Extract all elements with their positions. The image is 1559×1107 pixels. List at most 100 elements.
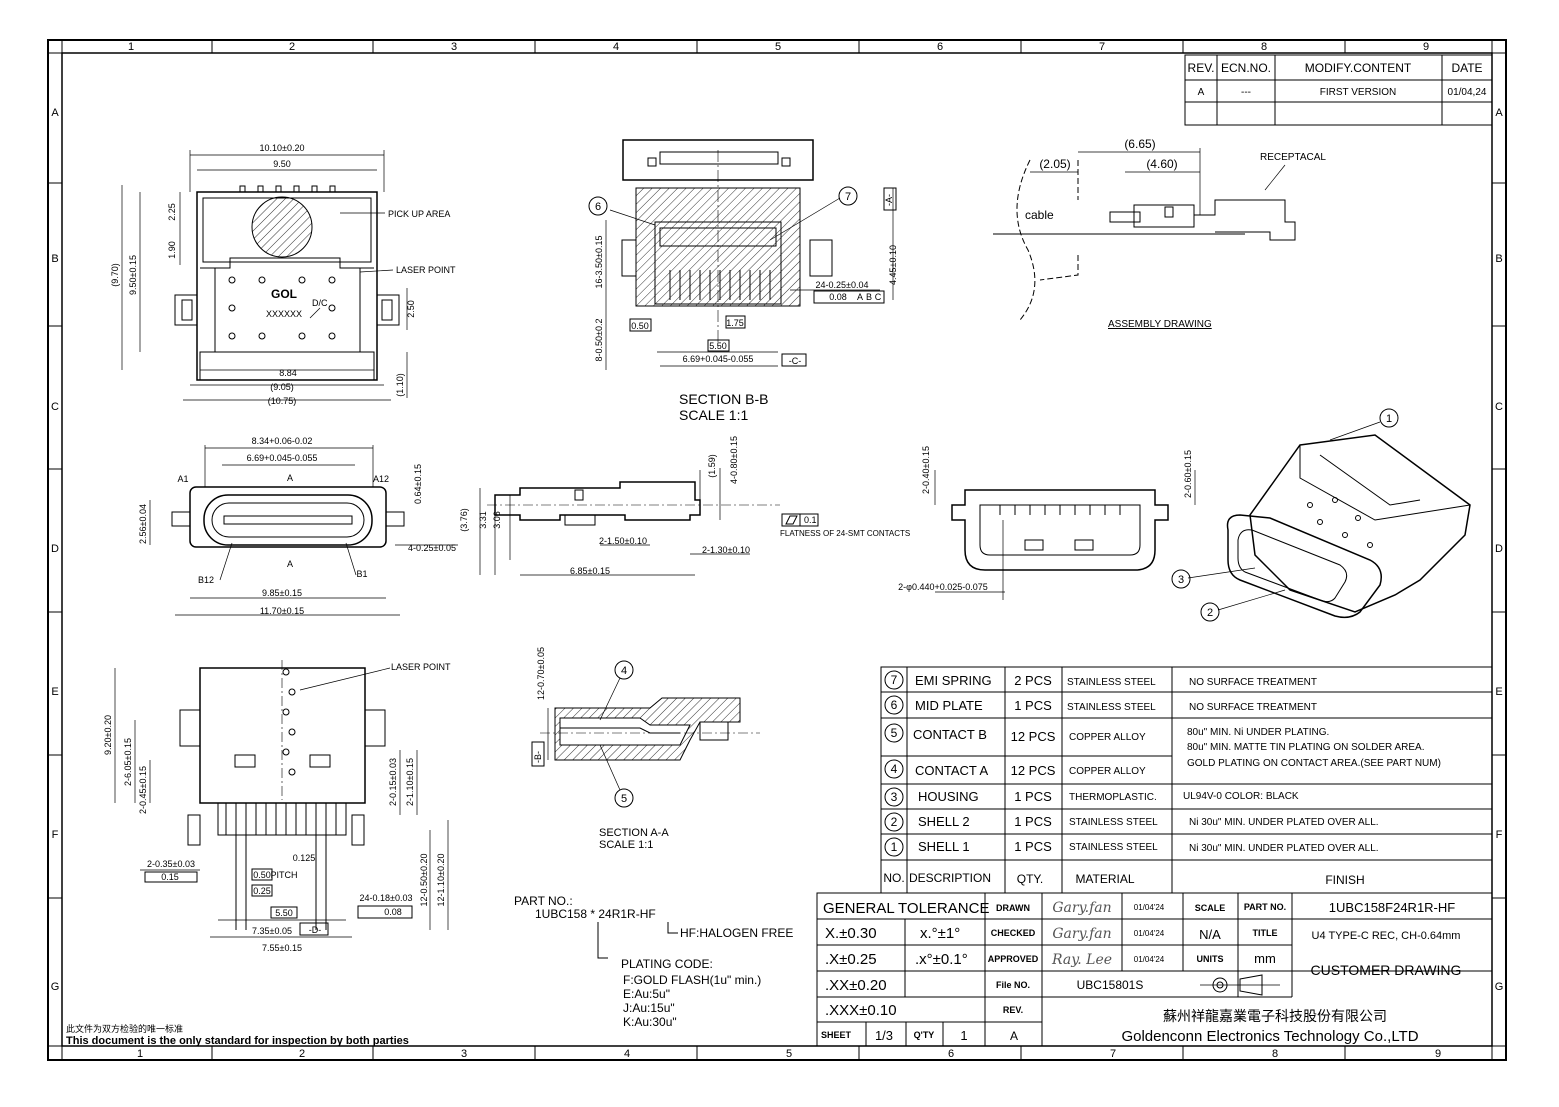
dim-label: 24-0.25±0.04 [816,280,869,290]
dim-label: 0.64±0.15 [413,464,423,504]
col-label: 5 [775,41,781,53]
dim-label: 7.35±0.05 [252,926,292,936]
row-label: G [1495,981,1504,993]
row-label: A [51,107,59,119]
front-view: 8.34+0.06-0.02 6.69+0.045-0.055 A A1 A12… [138,436,458,616]
bom-header: FINISH [1325,873,1364,887]
dim-label: 2-0.60±0.15 [1183,450,1193,498]
section-aa-view: 12-0.70±0.05 -B- 4 5 SECTION A-A SCALE 1… [531,647,760,851]
balloon: 6 [595,201,601,213]
file-label: File NO. [996,980,1030,990]
callout-label: PICK UP AREA [388,209,450,219]
dim-label: (4.60) [1146,157,1177,171]
approved-label: APPROVED [988,954,1039,964]
rev-cell: A [1198,87,1205,98]
callout-label: XXXXXX [266,309,302,319]
projection-symbol-icon [1200,974,1280,996]
callout-label: D/C [312,298,328,308]
tolerance: .XX±0.20 [825,977,887,994]
tolerance: .XXX±0.10 [825,1002,897,1019]
bom-desc: EMI SPRING [915,673,992,688]
part-number: 1UBC158F24R1R-HF [1329,900,1455,915]
units-label: UNITS [1197,954,1224,964]
laser-point-label: LASER POINT [391,662,451,672]
bom-no: 4 [891,762,898,776]
dim-label: B [866,292,872,302]
dim-label: 3.06 [492,511,502,529]
bom-table: 7 6 5 4 3 2 1 EMI SPRING MID PLATE CONTA… [880,666,1493,894]
dim-label: 0.08 [829,292,847,302]
dim-label: 2.25 [167,203,177,221]
rev-value: A [1010,1029,1018,1043]
drawing-title: U4 TYPE-C REC, CH-0.64mm [1312,930,1461,942]
col-label: 7 [1110,1048,1116,1060]
dim-label: (6.65) [1124,137,1155,151]
dim-label: A12 [373,474,389,484]
drawing-type: CUSTOMER DRAWING [1311,962,1462,978]
bom-material: STAINLESS STEEL [1069,817,1158,828]
dim-label: (1.10) [395,373,405,397]
dim-label: 4.45±0.10 [888,245,898,285]
bom-desc: SHELL 2 [918,814,970,829]
company-name-cn: 蘇州祥龍嘉業電子科技股份有限公司 [1163,1008,1387,1024]
bom-desc: MID PLATE [915,698,983,713]
plating-code: F:GOLD FLASH(1u" min.) [623,973,761,987]
bom-finish: 80u" MIN. Ni UNDER PLATING. [1187,727,1329,738]
dim-label: 2-6.05±0.15 [123,738,133,786]
dim-label: 1.75 [726,318,744,328]
dim-label: 5.50 [709,341,727,351]
column-labels-top: 1 2 3 4 5 6 7 8 9 [128,41,1429,53]
bom-qty: 1 PCS [1014,839,1052,854]
rev-cell: --- [1241,87,1251,98]
footer-note: 此文件为双方检验的唯一标准 This document is the only … [66,1023,409,1047]
bom-material: COPPER ALLOY [1069,766,1146,777]
col-label: 4 [624,1048,630,1060]
section-scale: SCALE 1:1 [679,407,748,423]
flatness-value: 0.1 [804,515,817,525]
sheet-label: SHEET [821,1030,852,1040]
bottom-view: 9.20±0.20 2-6.05±0.15 2-0.45±0.15 2-0.15… [103,660,451,953]
col-label: 7 [1099,41,1105,53]
plating-code: K:Au:30u" [623,1015,677,1029]
dim-label: 8-0.50±0.2 [594,319,604,362]
callout-label: LASER POINT [396,265,456,275]
row-label: E [1495,686,1502,698]
dim-label: 0.15 [161,872,179,882]
dim-label: 2.56±0.04 [138,504,148,544]
dim-label: 0.125 [293,853,316,863]
rev-header: ECN.NO. [1221,61,1271,75]
dim-label: A1 [177,474,188,484]
dim-label: 2-0.45±0.15 [138,766,148,814]
logo-text: GOL [271,287,297,301]
bom-finish: 80u" MIN. MATTE TIN PLATING ON SOLDER AR… [1187,742,1425,753]
dim-label: C [875,292,882,302]
bom-no: 3 [891,790,898,804]
bom-no: 7 [891,673,898,687]
revision-table: REV. ECN.NO. MODIFY.CONTENT DATE A --- F… [1184,54,1493,126]
row-label: A [1495,107,1503,119]
col-label: 5 [786,1048,792,1060]
title-block: GENERAL TOLERANCE X.±0.30 .X±0.25 .XX±0.… [816,892,1493,1047]
row-label: B [51,253,58,265]
bom-no: 1 [891,840,898,854]
dim-label: 6.85±0.15 [570,566,610,576]
bom-desc: CONTACT A [915,763,989,778]
balloon: 7 [845,191,851,203]
part-label: PART NO. [1244,902,1286,912]
balloon: 2 [1207,607,1213,619]
cable-label: cable [1025,208,1054,222]
dim-label: (9.70) [110,263,120,287]
dim-label: 9.50±0.15 [128,255,138,295]
dim-label: (1.59) [707,454,717,478]
dim-label: PITCH [271,870,298,880]
balloon: 4 [621,665,627,677]
dim-label: (2.05) [1039,157,1070,171]
dim-label: 0.50 [253,870,271,880]
dim-label: (10.75) [268,396,297,406]
dim-label: 4-0.25±0.05 [408,543,456,553]
bom-qty: 1 PCS [1014,814,1052,829]
dim-label: 7.55±0.15 [262,943,302,953]
col-label: 6 [948,1048,954,1060]
dim-label: 8.84 [279,368,297,378]
bom-qty: 12 PCS [1011,763,1056,778]
